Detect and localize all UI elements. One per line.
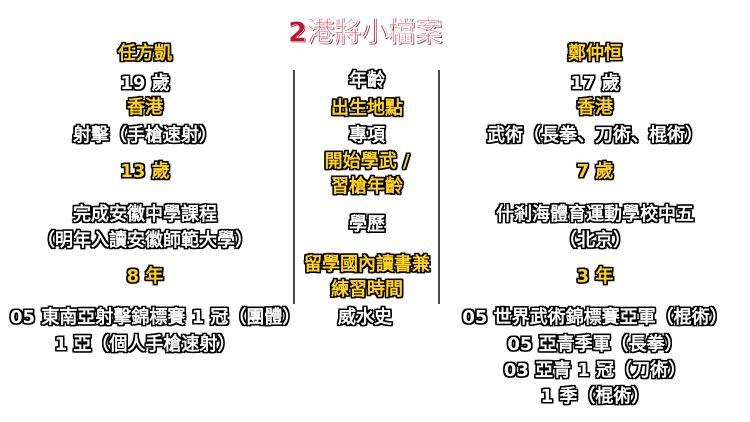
label-birthplace: 出生地點 xyxy=(331,98,403,119)
label-achievements: 威水史 xyxy=(338,307,392,328)
left-athlete-column: 任方凱 19 歲 香港 射擊（手槍速射） 13 歲 完成安徽中學課程 （明年入讀… xyxy=(0,0,300,422)
right-abroad-years: 3 年 xyxy=(576,266,614,287)
left-achievement-line2: 1 亞（個人手槍速射） xyxy=(54,334,236,355)
right-divider xyxy=(438,70,440,304)
left-age: 19 歲 xyxy=(120,73,170,94)
right-birthplace: 香港 xyxy=(577,97,613,118)
right-event: 武術（長拳、刀術、棍術） xyxy=(487,125,703,146)
left-abroad-years: 8 年 xyxy=(126,266,164,287)
right-achievement-line4: 1 季（棍術） xyxy=(540,386,650,407)
right-achievement-line3: 03 亞青 1 冠（刀術） xyxy=(503,360,687,381)
right-athlete-column: 鄭仲恒 17 歲 香港 武術（長拳、刀術、棍術） 7 歲 什剎海體育運動學校中五… xyxy=(440,0,750,422)
right-age: 17 歲 xyxy=(570,73,620,94)
left-education-line2: （明年入讀安徽師範大學） xyxy=(37,230,253,251)
left-divider xyxy=(293,70,295,304)
left-achievement-line1: 05 東南亞射擊錦標賽 1 冠（團體） xyxy=(10,307,301,328)
label-event: 專項 xyxy=(349,125,385,146)
right-achievement-line1: 05 世界武術錦標賽亞軍（棍術） xyxy=(462,307,728,328)
label-age: 年齡 xyxy=(349,70,385,91)
left-birthplace: 香港 xyxy=(127,97,163,118)
right-name: 鄭仲恒 xyxy=(568,43,622,64)
right-start-age: 7 歲 xyxy=(576,161,614,182)
left-start-age: 13 歲 xyxy=(120,161,170,182)
label-education: 學歷 xyxy=(349,214,385,235)
label-abroad-line2: 練習時間 xyxy=(331,279,403,300)
right-education-line2: （北京） xyxy=(559,230,631,251)
left-education-line1: 完成安徽中學課程 xyxy=(73,204,217,225)
left-event: 射擊（手槍速射） xyxy=(73,125,217,146)
left-name: 任方凱 xyxy=(118,43,172,64)
right-education-line1: 什剎海體育運動學校中五 xyxy=(496,204,694,225)
right-achievement-line2: 05 亞青季軍（長拳） xyxy=(507,334,683,355)
page-title: 2港將小檔案 xyxy=(288,17,442,48)
field-labels-column: 年齡 出生地點 專項 開始學武 / 習槍年齡 學歷 留學國內讀書兼 練習時間 威… xyxy=(296,0,438,422)
label-start-age-line1: 開始學武 / xyxy=(324,151,410,172)
label-start-age-line2: 習槍年齡 xyxy=(331,176,403,197)
label-abroad-line1: 留學國內讀書兼 xyxy=(304,254,430,275)
